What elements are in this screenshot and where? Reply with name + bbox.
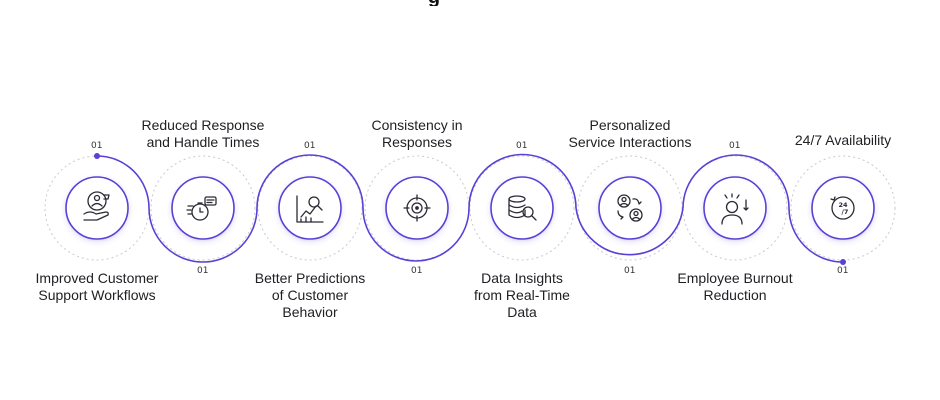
stage-6-number: 01 [624,266,636,276]
stage-5-number: 01 [516,141,528,151]
arc-2 [148,207,258,263]
stage-2-disk [171,176,235,240]
customer-support-icon [83,191,110,221]
stage-7-disk [703,176,767,240]
clock-24-text: 24 [838,201,848,209]
stage-1-disk [65,176,129,240]
stage-8-disk [811,176,875,240]
stage-7-number: 01 [729,141,741,151]
stage-8-number: 01 [837,266,849,276]
title-fragment: g [404,0,464,6]
stage-6-disk [598,176,662,240]
arc-3 [256,154,364,209]
icon-disks [65,176,875,240]
connector-arcs [96,153,844,263]
clock-24-7-icon [830,196,855,220]
arc-5 [468,153,577,209]
stage-1-number: 01 [91,141,103,151]
personalized-users-icon [617,194,643,222]
analytics-chart-icon [296,195,324,223]
end-dot [840,259,846,265]
stage-3-number: 01 [304,141,316,151]
stopwatch-chat-icon [186,196,217,221]
clock-7-text: /7 [842,208,849,216]
start-dot [94,153,100,159]
stage-3-disk [278,176,342,240]
stage-5-disk [490,176,554,240]
arc-1 [96,155,150,209]
arc-4 [362,207,470,262]
stage-8-label: 24/7 Availability [794,132,892,148]
arc-6 [575,207,684,256]
arc-7 [682,154,790,209]
stressed-person-icon [721,193,749,225]
database-search-icon [508,195,537,221]
stage-2-number: 01 [197,266,209,276]
arc-8 [788,207,844,263]
target-icon [403,194,431,222]
stage-4-number: 01 [411,266,423,276]
